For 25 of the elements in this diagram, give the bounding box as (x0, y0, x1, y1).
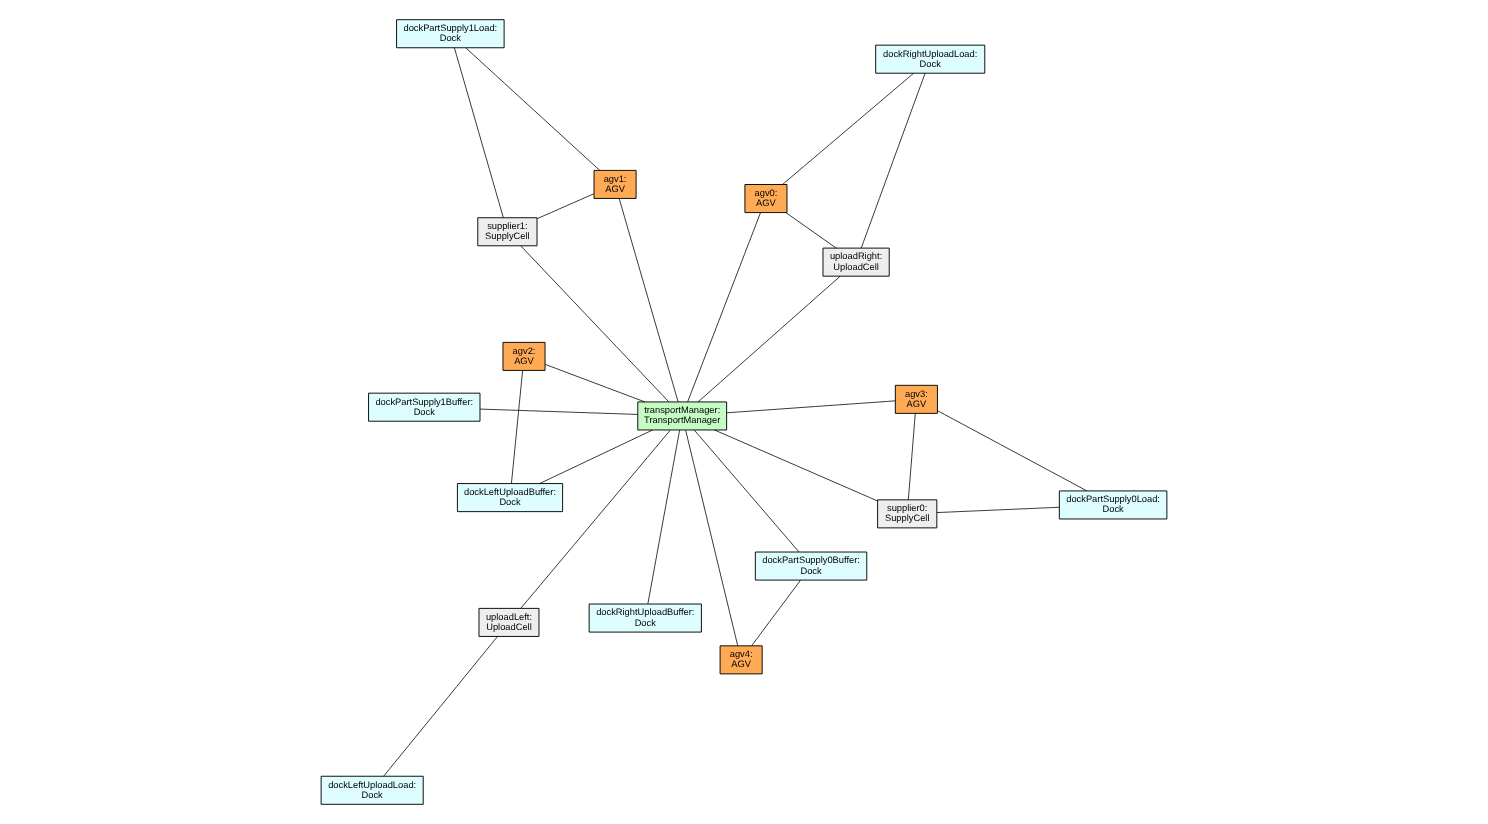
connector (782, 72, 914, 185)
connector (937, 410, 1088, 492)
connector (714, 429, 878, 502)
connector (383, 636, 498, 777)
connector (520, 429, 671, 609)
connector (907, 413, 916, 501)
connector (465, 47, 600, 171)
connector (520, 245, 670, 403)
connector (785, 212, 837, 249)
connector (687, 212, 761, 403)
connector (536, 193, 595, 220)
connector (685, 429, 739, 647)
connector (618, 198, 679, 403)
connector (936, 506, 1060, 513)
connector (539, 429, 653, 484)
connector (697, 275, 841, 403)
connector (751, 579, 801, 647)
connector (454, 47, 504, 218)
connector (479, 408, 638, 415)
connector (860, 73, 926, 249)
connector (647, 429, 680, 605)
connector (544, 364, 646, 403)
connector (511, 370, 523, 484)
connector (726, 400, 896, 414)
connector (694, 429, 800, 553)
